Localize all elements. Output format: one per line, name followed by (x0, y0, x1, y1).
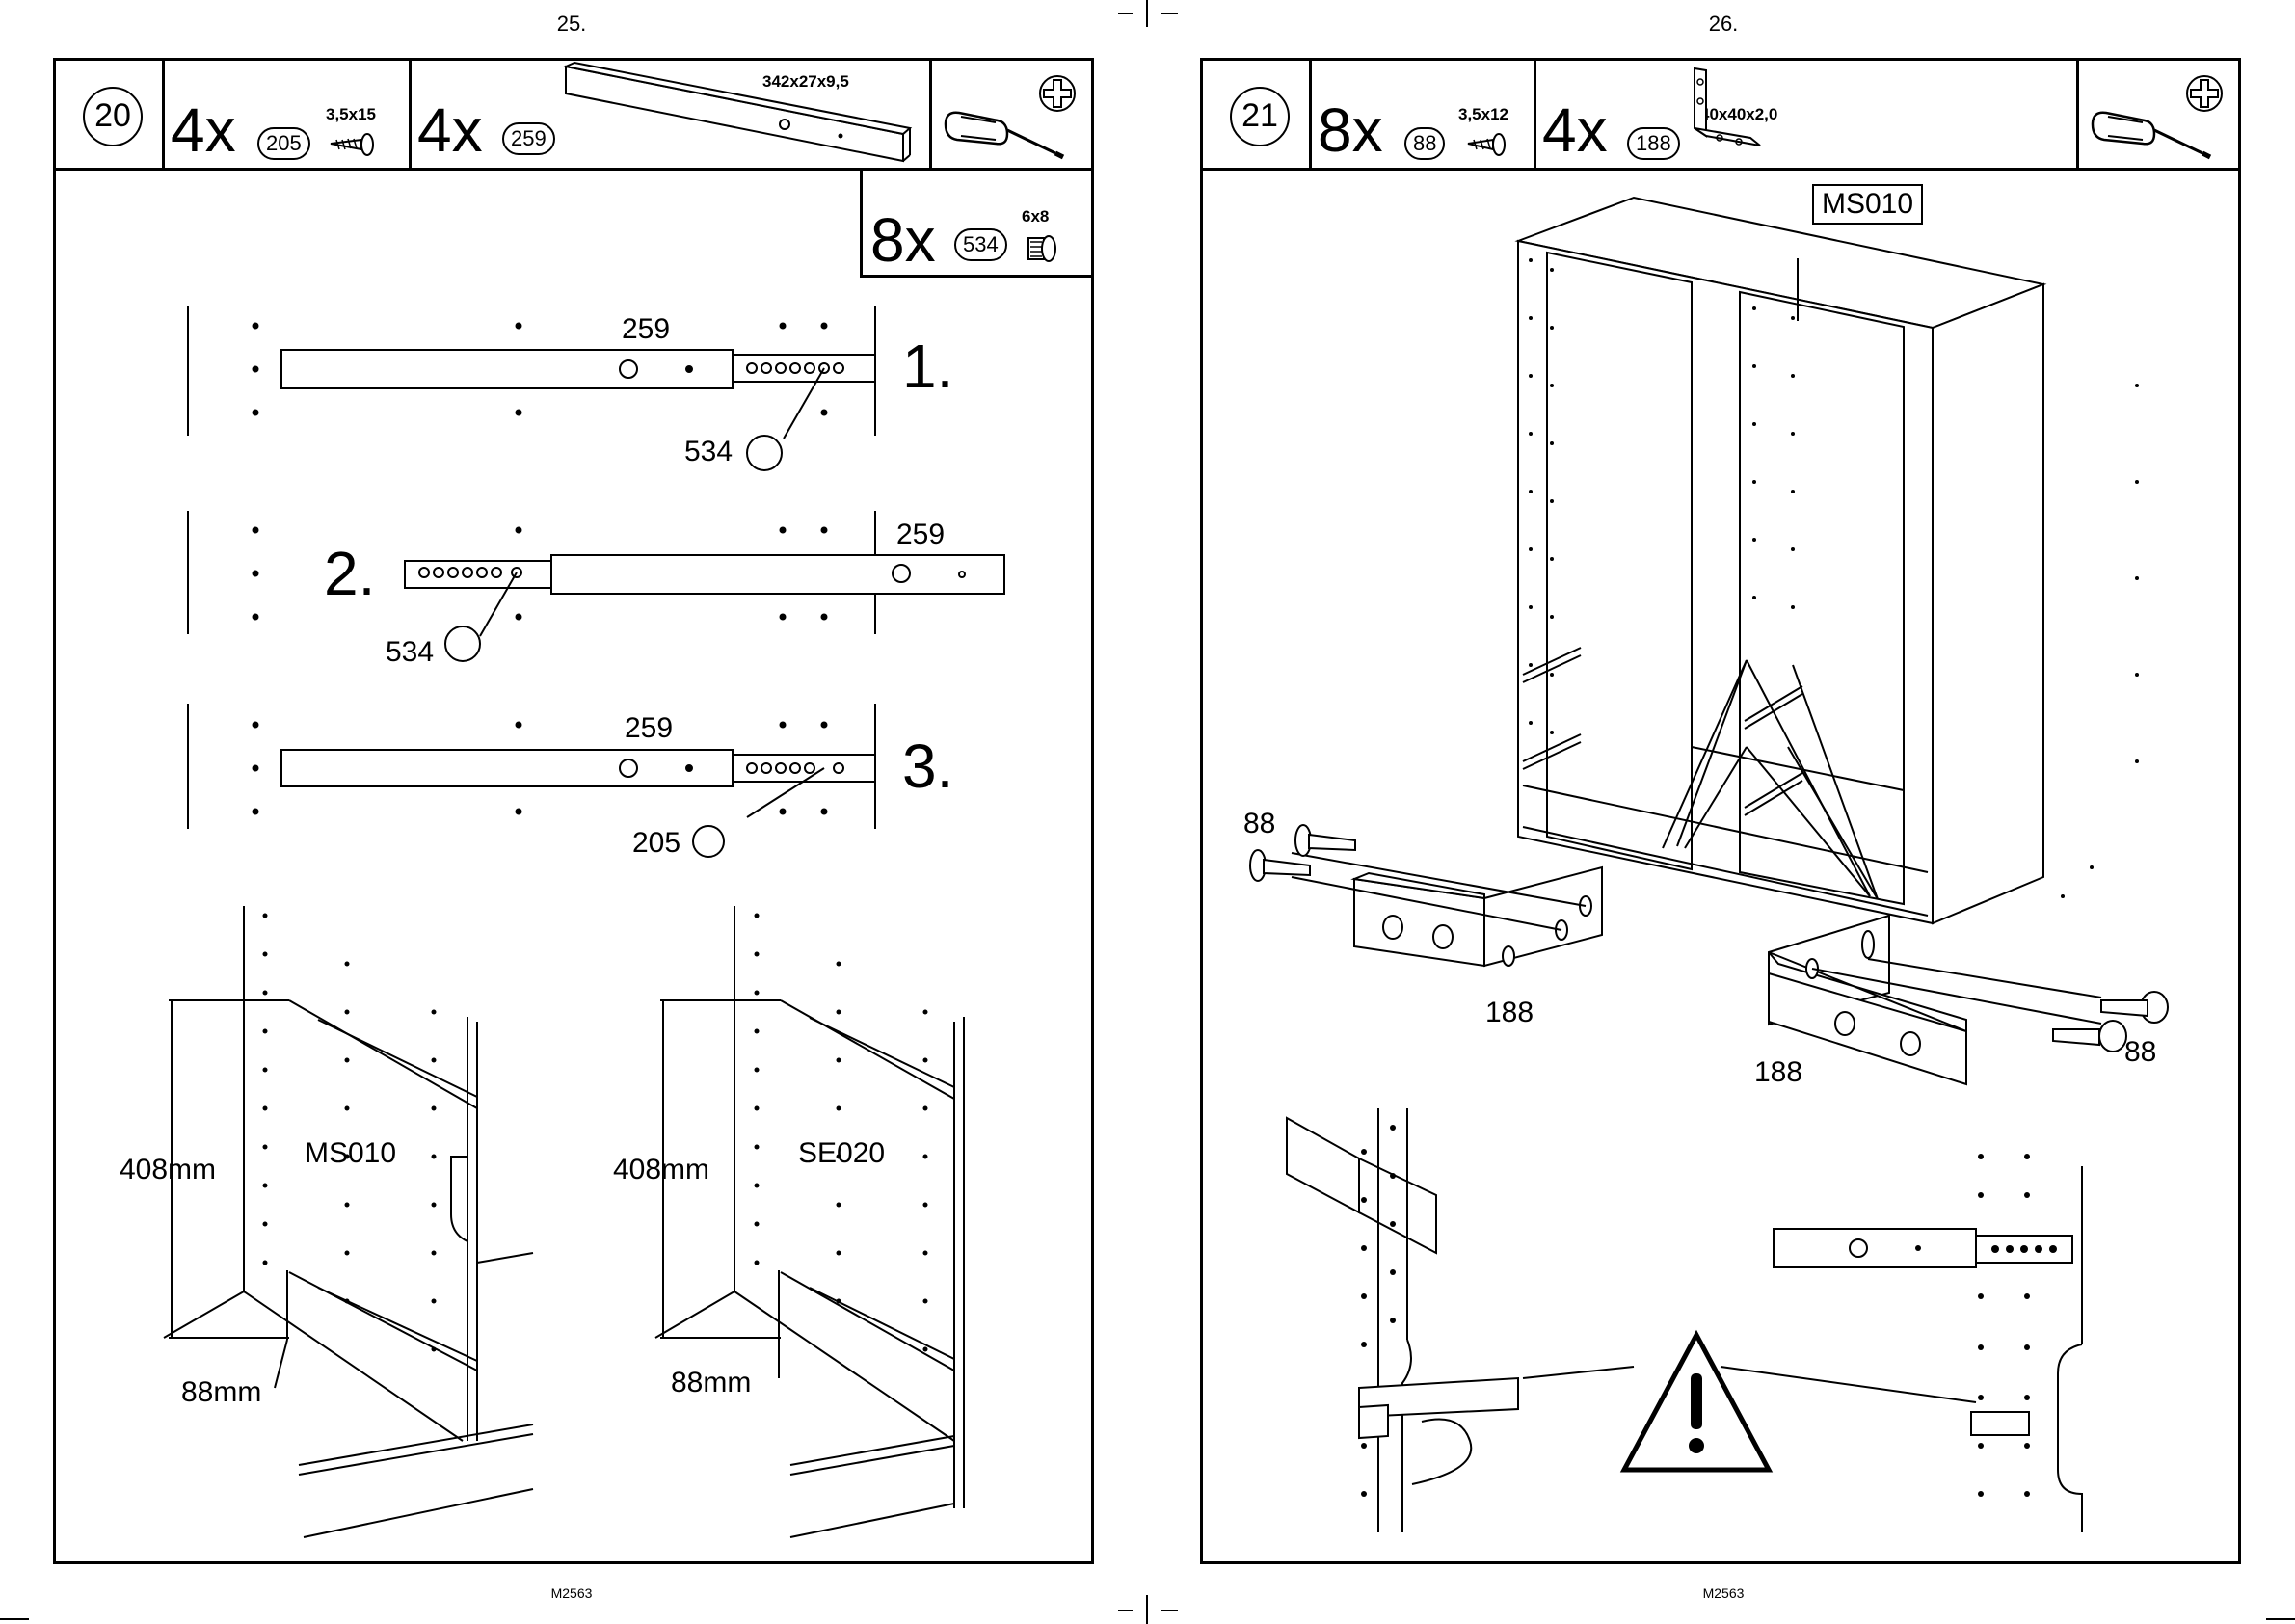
bracket-label-left: 188 (1485, 997, 1534, 1029)
panel-name-2: SE020 (798, 1137, 885, 1170)
substep-drawings (0, 0, 1099, 1624)
screw-label-1: 534 (684, 436, 733, 468)
bracket-label-right: 188 (1754, 1056, 1802, 1089)
screw-label-3: 205 (632, 827, 680, 860)
screw-label-2: 534 (386, 636, 434, 669)
panel-height-2: 408mm (613, 1154, 709, 1186)
screw-label-left: 88 (1243, 808, 1275, 840)
panel-offset-1: 88mm (181, 1376, 261, 1409)
panel-height-1: 408mm (120, 1154, 216, 1186)
warning-triangle-icon (1624, 1335, 1769, 1470)
panel-name-1: MS010 (305, 1137, 396, 1170)
rail-label-3: 259 (625, 712, 673, 745)
screw-label-right: 88 (2124, 1036, 2156, 1069)
cabinet-label: MS010 (1812, 184, 1923, 225)
substep-number-1: 1. (902, 331, 953, 402)
substep-number-3: 3. (902, 731, 953, 802)
rail-label-1: 259 (622, 313, 670, 346)
rail-label-2: 259 (896, 519, 945, 551)
substep-number-2: 2. (324, 538, 375, 609)
panel-offset-2: 88mm (671, 1367, 751, 1399)
